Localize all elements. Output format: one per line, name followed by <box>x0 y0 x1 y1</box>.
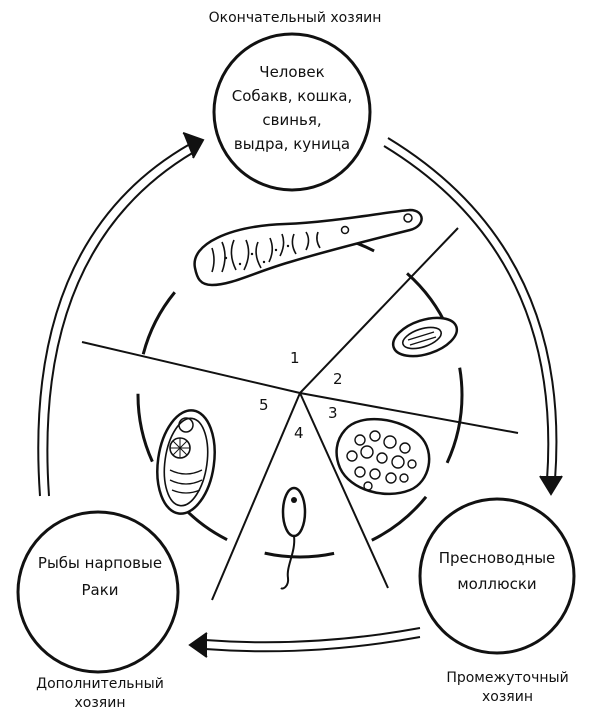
egg-icon <box>391 316 459 358</box>
additional-host-circle <box>16 510 180 674</box>
definitive-host-line-4: выдра, куница <box>233 135 351 153</box>
additional-host-line-2: Раки <box>81 581 119 599</box>
additional-host-title-line-2: хозяин <box>74 695 126 711</box>
sporocyst-icon <box>335 417 431 496</box>
intermediate-host-circle <box>418 497 576 655</box>
intermediate-host-title-line-2: хозяин <box>482 689 533 705</box>
arrow-additional-to-definitive <box>37 132 205 497</box>
definitive-host-title: Окончательный хозяин <box>208 10 382 26</box>
stage-number-5: 5 <box>259 396 269 414</box>
intermediate-host-line-1: Пресноводные <box>438 549 556 567</box>
arrow-definitive-to-intermediate <box>383 137 563 496</box>
stage-dividers <box>81 227 519 601</box>
arrow-intermediate-to-additional <box>188 627 421 658</box>
definitive-host-line-3: свинья, <box>262 111 322 129</box>
cercaria-icon <box>280 486 307 590</box>
stage-number-4: 4 <box>294 424 304 442</box>
stage-number-2: 2 <box>333 370 343 388</box>
intermediate-host-line-2: моллюски <box>457 575 537 593</box>
definitive-host-line-2: Собакв, кошка, <box>231 87 353 105</box>
stages-ring <box>136 231 464 559</box>
definitive-host-line-1: Человек <box>259 63 325 81</box>
additional-host-line-1: Рыбы нарповые <box>37 554 163 572</box>
adult-fluke-icon <box>193 208 423 287</box>
additional-host-title-line-1: Дополнительный <box>36 676 164 692</box>
stage-number-1: 1 <box>290 349 300 367</box>
definitive-host-circle <box>212 32 372 192</box>
stage-number-3: 3 <box>328 404 338 422</box>
metacercaria-cyst-icon <box>156 409 216 515</box>
intermediate-host-title-line-1: Промежуточный <box>446 670 569 686</box>
